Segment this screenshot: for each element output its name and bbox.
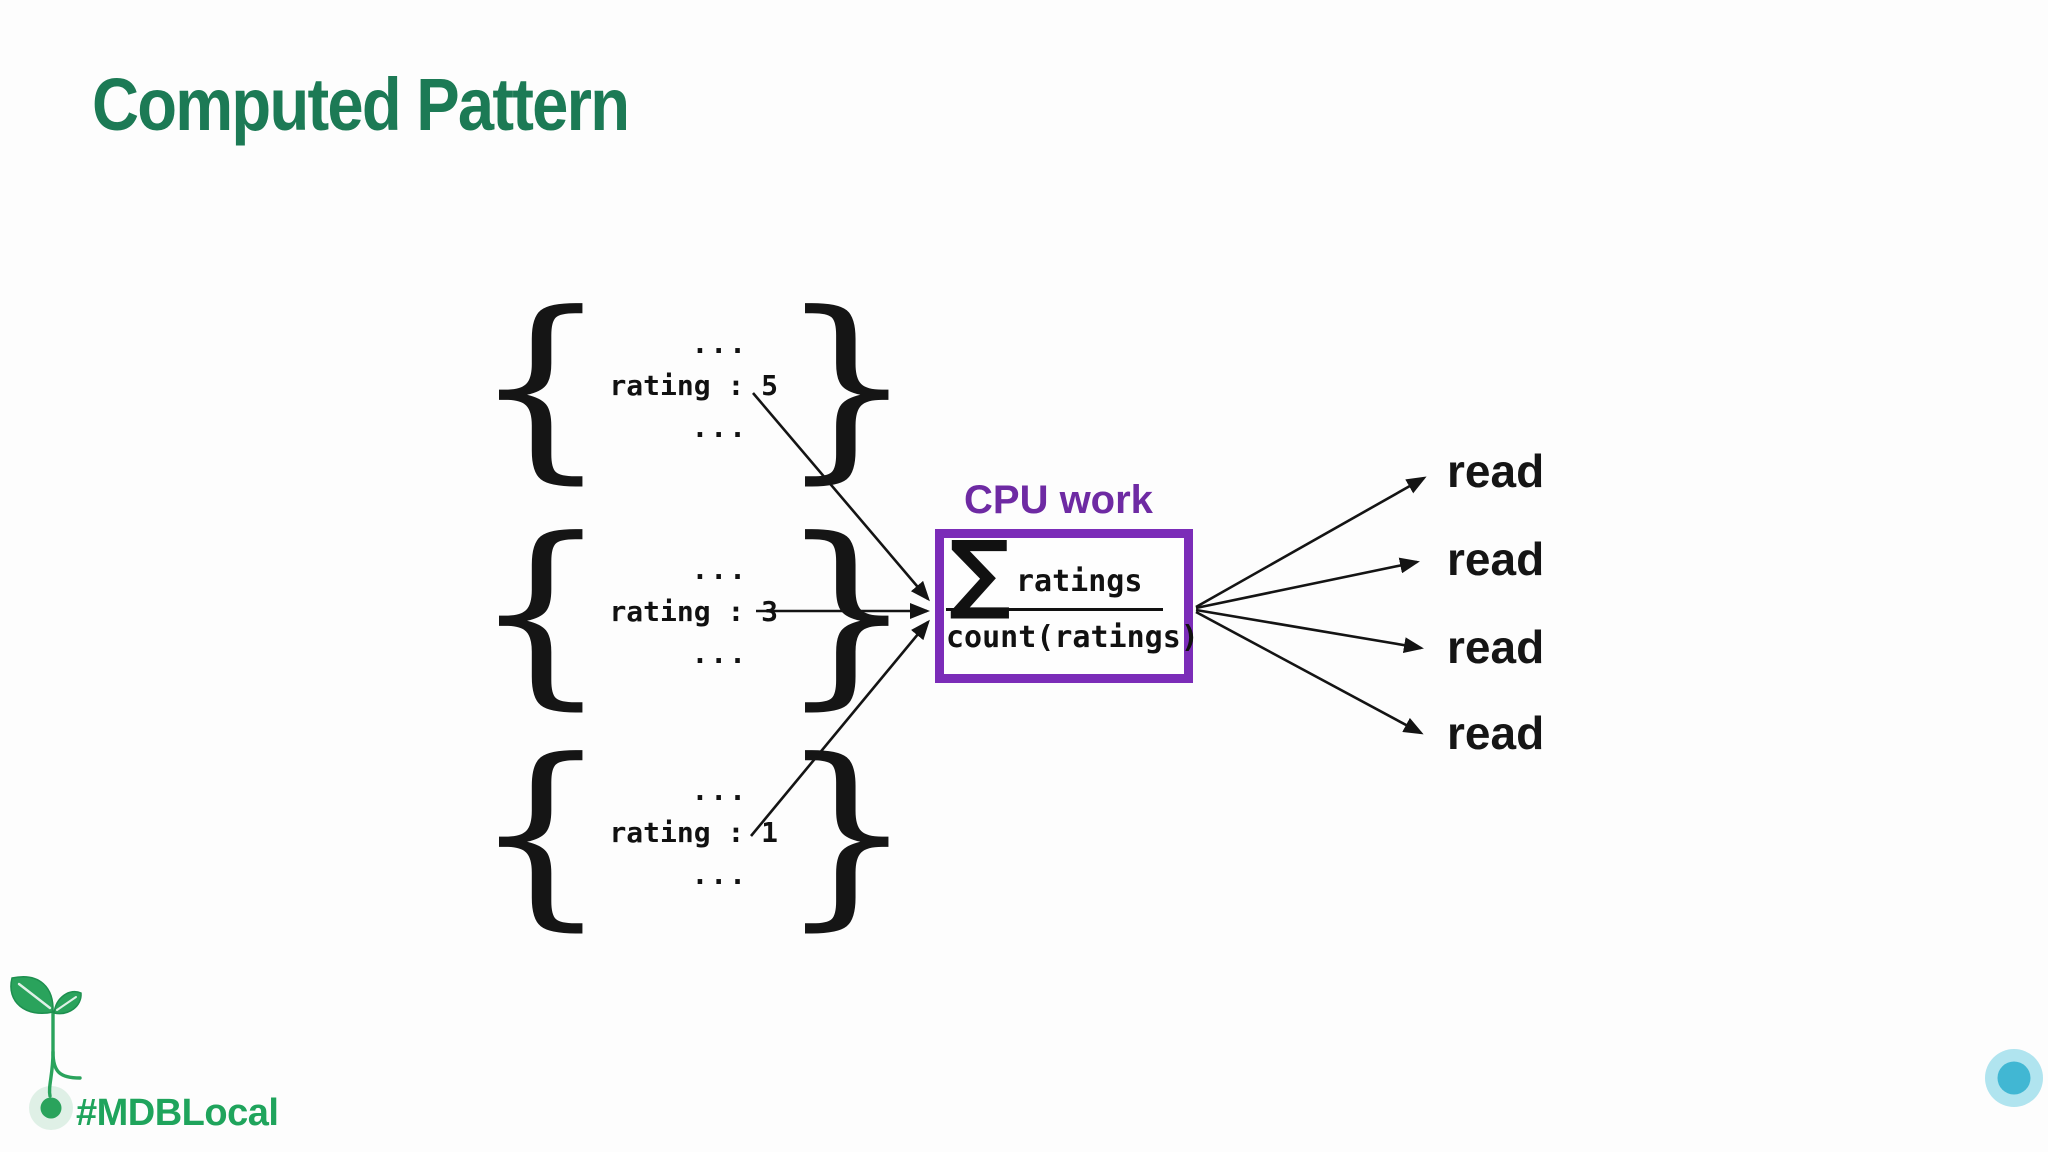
brace-right: } — [778, 717, 916, 948]
cpu-work-label: CPU work — [964, 478, 1153, 522]
document-rating-3: { ... rating : 3 ... } — [472, 496, 915, 727]
formula-denominator: count(ratings) — [946, 620, 1199, 655]
document-ellipsis-bottom: ... — [691, 637, 749, 670]
timeline-start-dot — [29, 1086, 73, 1130]
document-rating-5: { ... rating : 5 ... } — [472, 270, 915, 501]
document-field: rating : 1 — [609, 816, 779, 849]
arrow-cpu-to-read2 — [1195, 557, 1420, 610]
brace-right: } — [778, 270, 916, 501]
document-field: rating : 5 — [609, 369, 779, 402]
arrow-cpu-to-read3 — [1195, 608, 1424, 654]
read-label-3: read — [1447, 621, 1545, 673]
document-field: rating : 3 — [609, 595, 779, 628]
document-ellipsis-top: ... — [691, 774, 749, 807]
fraction-line — [946, 608, 1163, 611]
arrow-doc3-to-cpu — [749, 619, 930, 837]
brace-right: } — [778, 496, 916, 727]
document-ellipsis-top: ... — [691, 327, 749, 360]
brace-left: { — [472, 717, 610, 948]
document-rating-1: { ... rating : 1 ... } — [472, 717, 915, 948]
event-hashtag: #MDBLocal — [76, 1092, 279, 1134]
document-ellipsis-top: ... — [691, 553, 749, 586]
sigma-icon: ∑ — [949, 523, 1011, 623]
timeline-end-dot — [1985, 1049, 2043, 1107]
document-ellipsis-bottom: ... — [691, 858, 749, 891]
brace-left: { — [472, 496, 610, 727]
cpu-formula-box: ∑ ratings count(ratings) — [935, 523, 1199, 683]
read-label-1: read — [1447, 445, 1545, 497]
brace-left: { — [472, 270, 610, 501]
arrow-cpu-to-read4 — [1195, 610, 1424, 735]
arrow-doc1-to-cpu — [752, 392, 930, 602]
sprout-icon — [10, 976, 82, 1098]
read-label-2: read — [1447, 533, 1545, 585]
document-ellipsis-bottom: ... — [691, 411, 749, 444]
formula-numerator: ratings — [1016, 564, 1143, 599]
read-label-4: read — [1447, 707, 1545, 759]
arrow-cpu-to-read1 — [1195, 476, 1427, 609]
slide-title: Computed Pattern — [92, 63, 630, 146]
